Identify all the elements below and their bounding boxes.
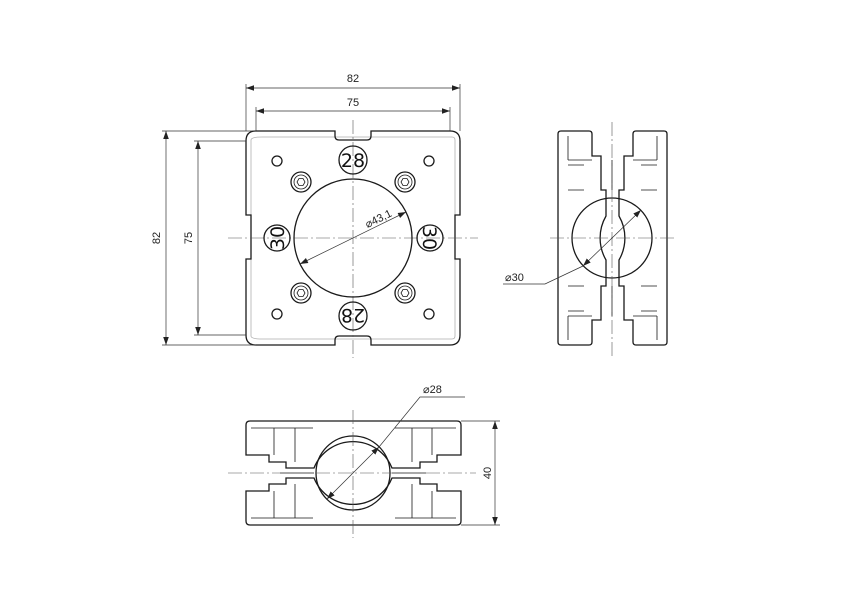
front-small-hole	[271, 155, 283, 167]
side-right-half	[618, 130, 668, 346]
front-mark-right: 30	[418, 226, 440, 250]
front-bore-dim-line	[299, 211, 407, 265]
top-bore-dim-line	[326, 446, 380, 500]
side-bore-dim-line	[582, 209, 642, 267]
front-screw	[290, 171, 312, 193]
front-mark-ring-right	[416, 224, 444, 252]
front-small-hole	[423, 308, 435, 320]
top-upper-half	[245, 420, 462, 469]
front-mark-bottom: 28	[341, 304, 365, 326]
front-mark-ring-left	[263, 224, 291, 252]
front-screw	[290, 282, 312, 304]
front-mark-ring-top	[338, 145, 368, 175]
front-mark-ring-bottom	[338, 301, 368, 331]
front-dim-width-outer: 82	[347, 73, 359, 85]
front-main-bore	[293, 178, 413, 298]
front-dim-width-inner: 75	[347, 97, 359, 109]
top-bore-leader	[378, 396, 465, 448]
front-mark-top: 28	[341, 150, 365, 172]
front-screw	[394, 282, 416, 304]
side-bore-dim: ⌀30	[505, 272, 524, 284]
front-small-hole	[423, 155, 435, 167]
side-bore-leader	[503, 265, 584, 285]
side-left-half	[557, 130, 607, 346]
top-bore-dim: ⌀28	[423, 384, 442, 396]
top-view: ⌀28 40	[228, 384, 500, 538]
front-plate-inner-contour	[250, 136, 456, 340]
front-dim-height-inner: 75	[183, 232, 195, 244]
front-view: 28 28 30 30 ⌀43,1 82 75 82 75	[151, 73, 478, 358]
front-small-hole	[271, 308, 283, 320]
top-dim-height: 40	[482, 467, 494, 479]
front-dim-height-outer: 82	[151, 232, 163, 244]
top-lower-half	[245, 477, 462, 526]
front-mark-left: 30	[267, 226, 289, 250]
side-view: ⌀30	[503, 122, 676, 358]
front-screw	[394, 171, 416, 193]
front-bore-dim: ⌀43,1	[363, 208, 393, 231]
front-plate-outline	[245, 130, 461, 346]
